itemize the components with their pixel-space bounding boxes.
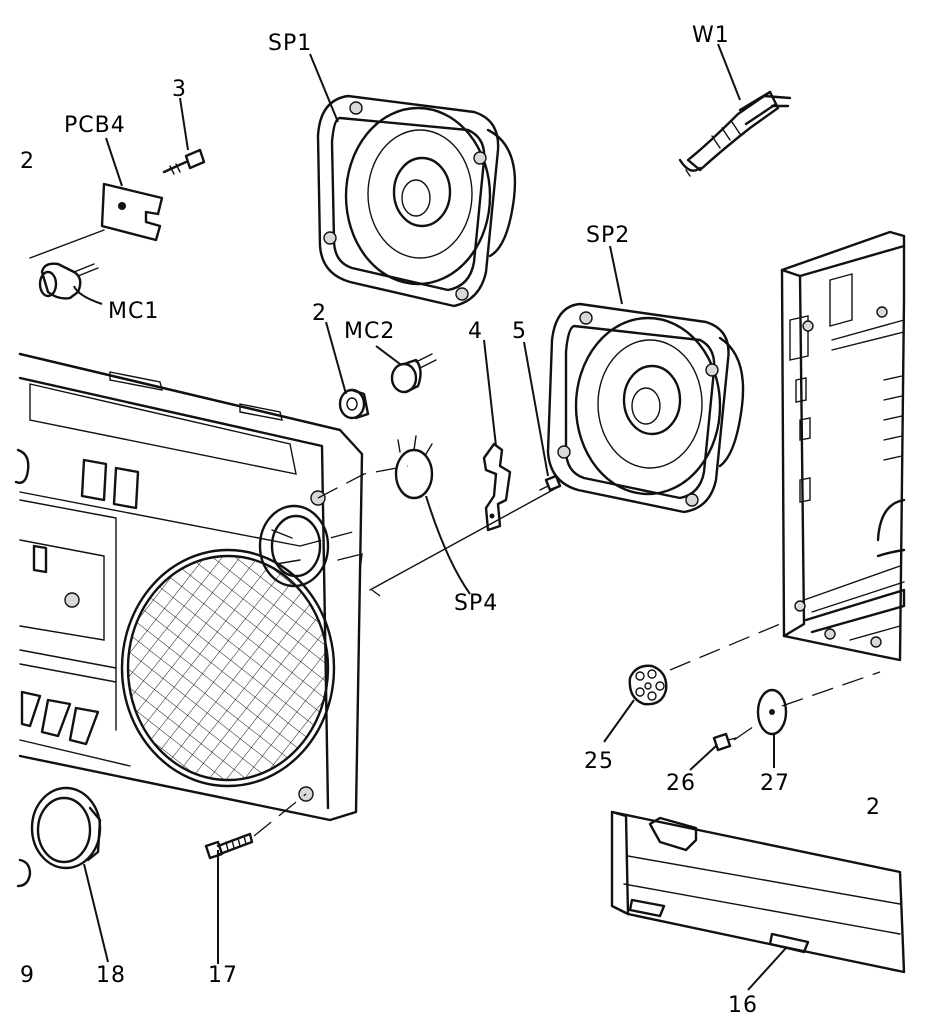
ring-18	[30, 786, 102, 870]
label-sp4: SP4	[454, 591, 498, 616]
label-pcb4: PCB4	[64, 113, 126, 138]
power-plug-w1	[678, 90, 792, 177]
label-washer-27: 27	[760, 771, 790, 796]
screw-3	[162, 148, 206, 175]
label-mc1: MC1	[108, 299, 159, 324]
label-screw-17: 17	[208, 963, 238, 988]
rear-cabinet	[780, 230, 906, 662]
pcb4-board	[29, 182, 164, 259]
label-part-12-partial: 2	[20, 149, 35, 174]
label-sp1: SP1	[268, 31, 312, 56]
speaker-sp4	[394, 435, 434, 500]
label-mc2: MC2	[344, 319, 395, 344]
bottom-panel-16	[610, 810, 906, 974]
microphone-mc1	[38, 262, 99, 300]
knob-25	[628, 664, 668, 706]
ring-2	[338, 388, 370, 420]
label-sp2: SP2	[586, 223, 630, 248]
label-screw-26: 26	[666, 771, 696, 796]
label-ring-2: 2	[312, 301, 327, 326]
assembly-axes	[253, 465, 881, 837]
label-screw-3: 3	[172, 77, 187, 102]
part-labels: SP1 W1 PCB4 3 2 MC1 SP2 2 MC2 4 5 SP4 25…	[20, 23, 881, 1018]
speaker-sp1	[316, 94, 517, 308]
bracket-4	[482, 442, 512, 532]
screw-26	[712, 732, 737, 752]
speaker-sp2	[546, 302, 745, 514]
microphone-mc2	[390, 353, 437, 394]
washer-27	[756, 688, 788, 736]
tweeter-ring	[258, 504, 330, 588]
label-part-28-partial: 2	[866, 795, 881, 820]
label-screw-5: 5	[512, 319, 527, 344]
label-panel-16: 16	[728, 993, 758, 1018]
screw-17	[204, 832, 254, 860]
label-knob-25: 25	[584, 749, 614, 774]
label-part-19-partial: 9	[20, 963, 35, 988]
label-w1: W1	[692, 23, 730, 48]
partial-part-19	[16, 858, 32, 888]
label-bracket-4: 4	[468, 319, 483, 344]
leader-lines	[73, 43, 787, 991]
front-cabinet	[14, 352, 364, 822]
label-ring-18: 18	[96, 963, 126, 988]
